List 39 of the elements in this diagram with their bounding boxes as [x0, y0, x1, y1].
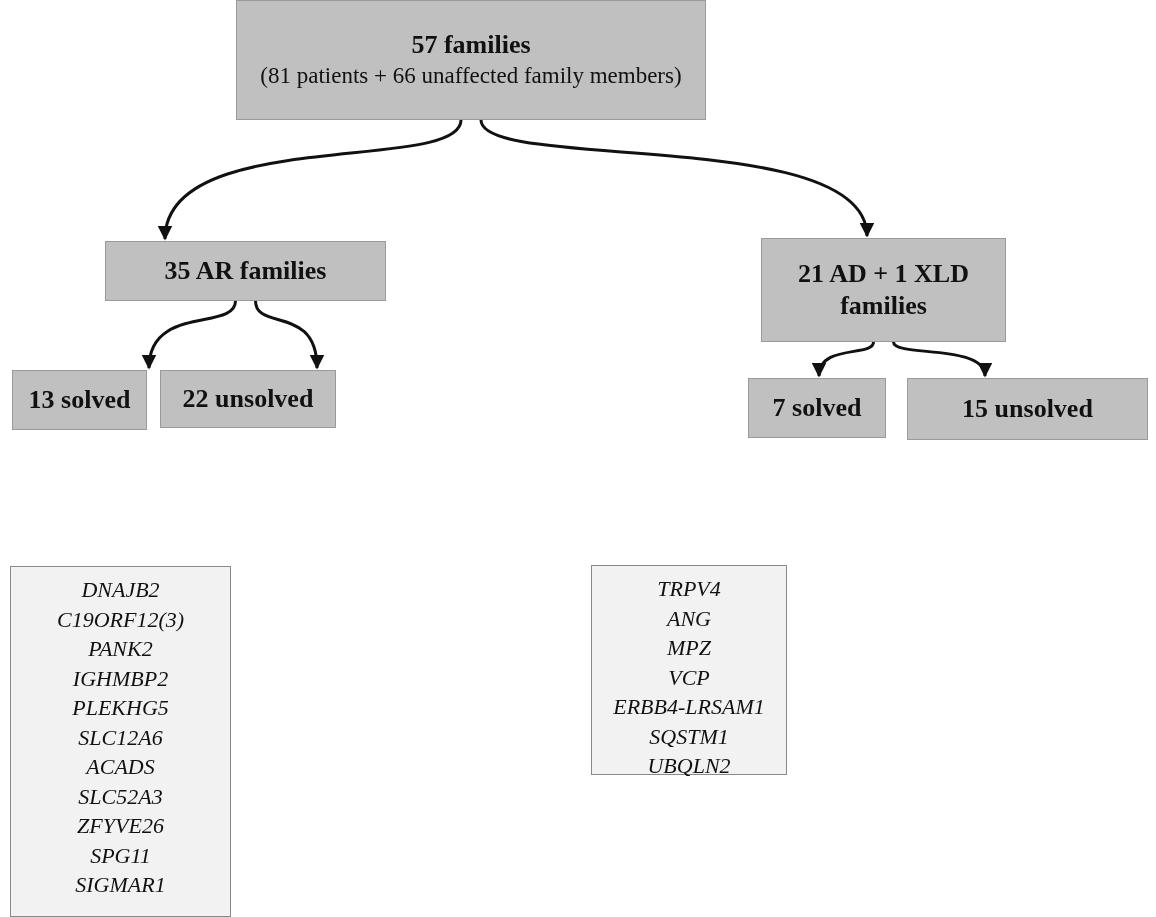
gene-list-box: [591, 565, 787, 775]
category-box: [105, 241, 386, 301]
category-box: [12, 370, 147, 430]
gene-name: TRPV4: [657, 575, 721, 603]
gene-name: MPZ: [667, 634, 711, 662]
gene-name: PANK2: [88, 635, 153, 663]
root-box: [236, 0, 706, 120]
box-title: 13 solved: [28, 383, 131, 416]
gene-name: ANG: [667, 604, 711, 633]
gene-name: DNAJB2: [81, 576, 160, 604]
box-title: 15 unsolved: [962, 392, 1093, 425]
gene-name: UBQLN2: [647, 752, 731, 780]
box-subtitle: (81 patients + 66 unaffected family members): [260, 62, 682, 91]
gene-name: PLEKHG5: [72, 694, 169, 722]
box-title: 22 unsolved: [182, 382, 314, 415]
category-box: [160, 370, 336, 428]
box-title: 57 families: [411, 28, 531, 61]
gene-list-box: [10, 566, 231, 917]
category-box: [761, 238, 1006, 342]
gene-name: ZFYVE26: [77, 812, 164, 840]
arrow: [813, 341, 875, 378]
arrow: [143, 300, 237, 370]
gene-name: SLC12A6: [78, 723, 163, 752]
gene-name: ACADS: [86, 753, 155, 781]
gene-name: SPG11: [90, 841, 151, 870]
box-title: 7 solved: [772, 391, 862, 424]
gene-name: VCP: [668, 663, 710, 692]
category-box: [907, 378, 1148, 440]
gene-name: SLC52A3: [78, 782, 163, 811]
gene-name: IGHMBP2: [72, 664, 169, 693]
gene-name: C19ORF12(3): [56, 605, 185, 634]
gene-name: SQSTM1: [649, 722, 729, 751]
category-box: [748, 378, 886, 438]
box-title: 21 AD + 1 XLD families: [797, 257, 970, 322]
gene-name: SIGMAR1: [75, 871, 166, 899]
arrow: [160, 119, 463, 241]
gene-name: ERBB4-LRSAM1: [613, 693, 765, 721]
arrow: [254, 300, 324, 370]
box-title: 35 AR families: [164, 254, 327, 287]
